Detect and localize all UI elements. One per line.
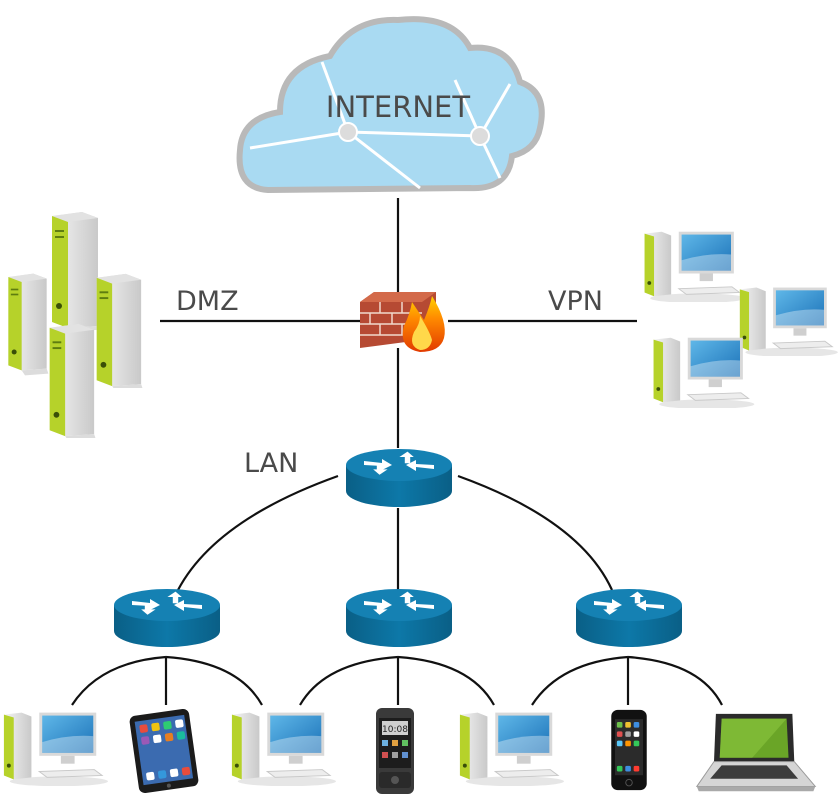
dmz-servers: DMZ xyxy=(8,212,239,438)
smartphone-icon xyxy=(610,709,648,791)
server-tower-icon xyxy=(96,273,144,388)
link-right-pc xyxy=(531,655,629,706)
desktop-computer-icon xyxy=(653,337,755,408)
smartphone-icon xyxy=(376,708,414,794)
desktop-computer-icon xyxy=(459,712,564,786)
link-core-right xyxy=(457,474,614,591)
server-tower-icon xyxy=(8,273,49,376)
core-router: LAN xyxy=(244,448,452,507)
internet-cloud: INTERNET xyxy=(236,16,545,194)
server-tower-icon xyxy=(49,323,97,438)
router-icon xyxy=(346,449,452,507)
laptop-icon xyxy=(696,713,816,792)
firewall xyxy=(360,292,445,352)
desktop-computer-icon xyxy=(3,712,108,786)
link-core-left xyxy=(177,474,339,591)
desktop-computer-icon xyxy=(231,712,336,786)
link-right-laptop xyxy=(627,655,723,706)
vpn-label: VPN xyxy=(548,286,603,317)
cloud-icon xyxy=(236,16,545,194)
firewall-icon xyxy=(360,292,445,352)
cloud-mesh xyxy=(249,61,512,190)
router-icon xyxy=(114,589,220,647)
link-left-pc2 xyxy=(165,655,263,706)
tablet-icon xyxy=(128,708,200,794)
access-routers xyxy=(114,589,682,647)
desktop-computer-icon xyxy=(739,287,838,356)
link-mid-pc3 xyxy=(397,655,495,706)
router-icon xyxy=(576,589,682,647)
router-icon xyxy=(346,589,452,647)
link-mid-pc xyxy=(299,655,399,706)
lan-label: LAN xyxy=(244,448,298,479)
server-tower-icon xyxy=(52,212,100,330)
vpn-computers: VPN xyxy=(548,231,838,408)
link-left-pc1 xyxy=(71,655,167,706)
desktop-computer-icon xyxy=(644,231,746,302)
connection-lines xyxy=(71,198,723,706)
dmz-label: DMZ xyxy=(176,286,239,317)
internet-label: INTERNET xyxy=(326,90,470,124)
end-devices xyxy=(3,708,816,794)
